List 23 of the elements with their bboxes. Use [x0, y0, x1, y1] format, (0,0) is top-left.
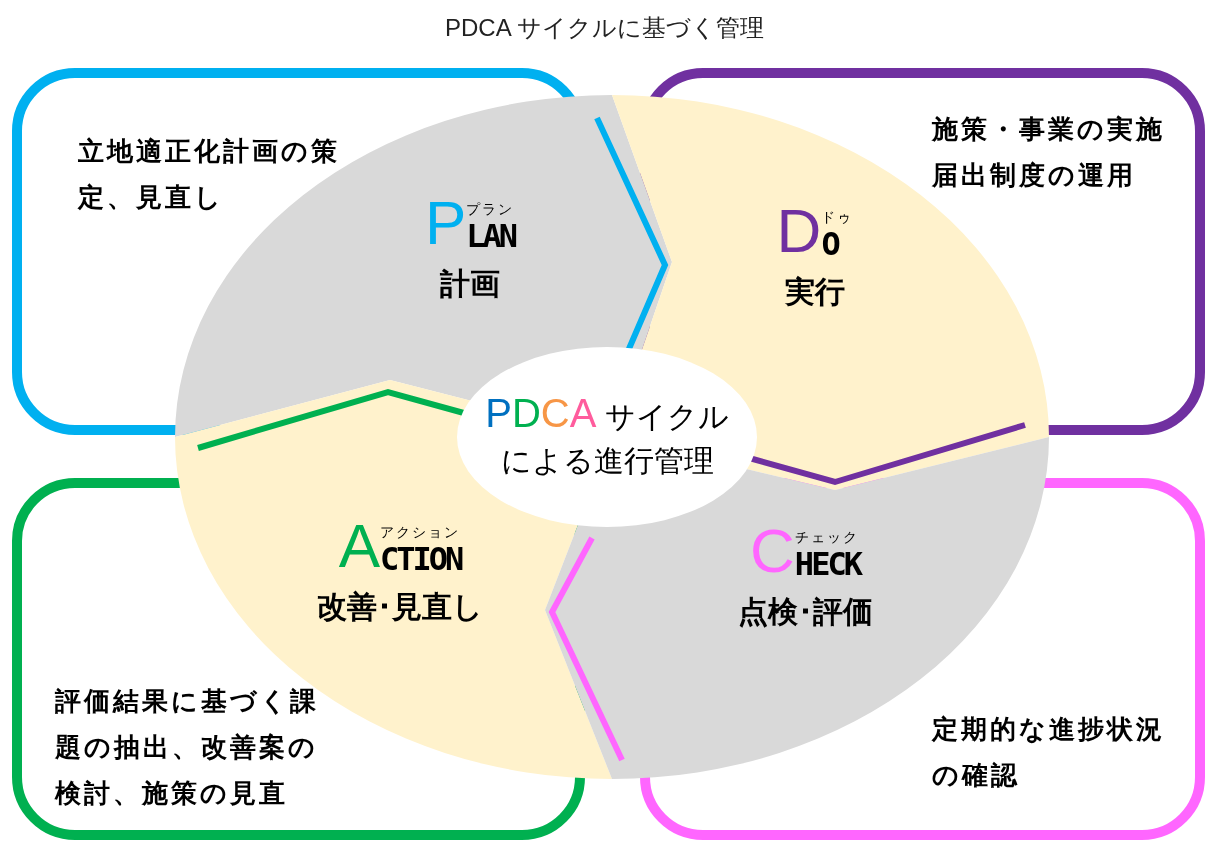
frame-text: 届出制度の運用	[932, 159, 1137, 192]
initial-letter: D	[776, 200, 822, 262]
heading-text: HECK	[794, 546, 860, 582]
ruby-text: チェック	[794, 528, 859, 546]
initial-letter: C	[750, 520, 795, 582]
frame-text: 評価結果に基づく課題の抽出、改善案の検討、施策の見直	[55, 685, 320, 810]
heading-text: O	[821, 226, 838, 262]
frame-text: 定期的な進捗状況の確認	[932, 713, 1166, 792]
heading-text: LAN	[466, 218, 516, 254]
diagram-title: PDCA サイクルに基づく管理	[445, 13, 764, 43]
initial-letter: A	[338, 515, 380, 577]
segment-label: 計画	[440, 266, 500, 302]
segment-label: 実行	[785, 274, 845, 310]
center-text: PDCA サイクルによる進行管理	[484, 391, 730, 479]
segment-label: 改善･見直し	[317, 589, 483, 625]
frame-text: 立地適正化計画の策定、見直し	[78, 135, 340, 214]
initial-letter: P	[424, 192, 467, 254]
segment-label: 点検･評価	[737, 594, 873, 630]
ruby-text: アクション	[380, 523, 460, 541]
ruby-text: プラン	[466, 200, 515, 218]
ruby-text: ドゥ	[821, 208, 854, 226]
frame-text: 施策・事業の実施	[932, 113, 1166, 146]
heading-text: CTION	[380, 541, 462, 577]
